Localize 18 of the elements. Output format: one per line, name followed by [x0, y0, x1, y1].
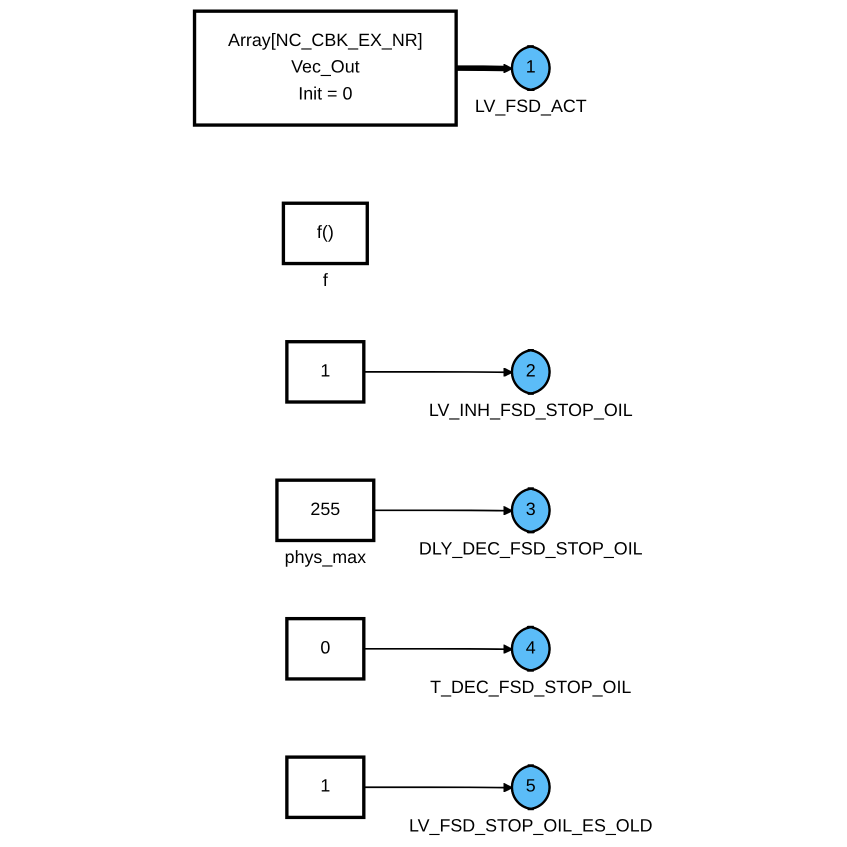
node-box: 1	[285, 755, 366, 820]
arrow	[364, 644, 513, 654]
node-box: 255	[275, 478, 376, 542]
block-name-label: phys_max	[284, 546, 366, 567]
node-box: f()	[282, 202, 369, 266]
arrow	[364, 782, 513, 793]
block-name-label: LV_FSD_STOP_OIL_ES_OLD	[409, 815, 653, 836]
arrow	[364, 367, 513, 378]
node-box: 0	[285, 616, 366, 681]
arrow	[456, 64, 513, 74]
block-name-label: LV_INH_FSD_STOP_OIL	[428, 400, 633, 420]
block-name-label: DLY_DEC_FSD_STOP_OIL	[418, 538, 643, 558]
node-box: 1	[285, 340, 366, 404]
node-box: Array[NC_CBK_EX_NR] Vec_Out Init = 0	[192, 9, 458, 127]
block-name-label: f	[322, 270, 328, 290]
block-name-label: T_DEC_FSD_STOP_OIL	[430, 676, 632, 697]
arrow	[374, 506, 513, 516]
block-name-label: LV_FSD_ACT	[474, 96, 587, 116]
